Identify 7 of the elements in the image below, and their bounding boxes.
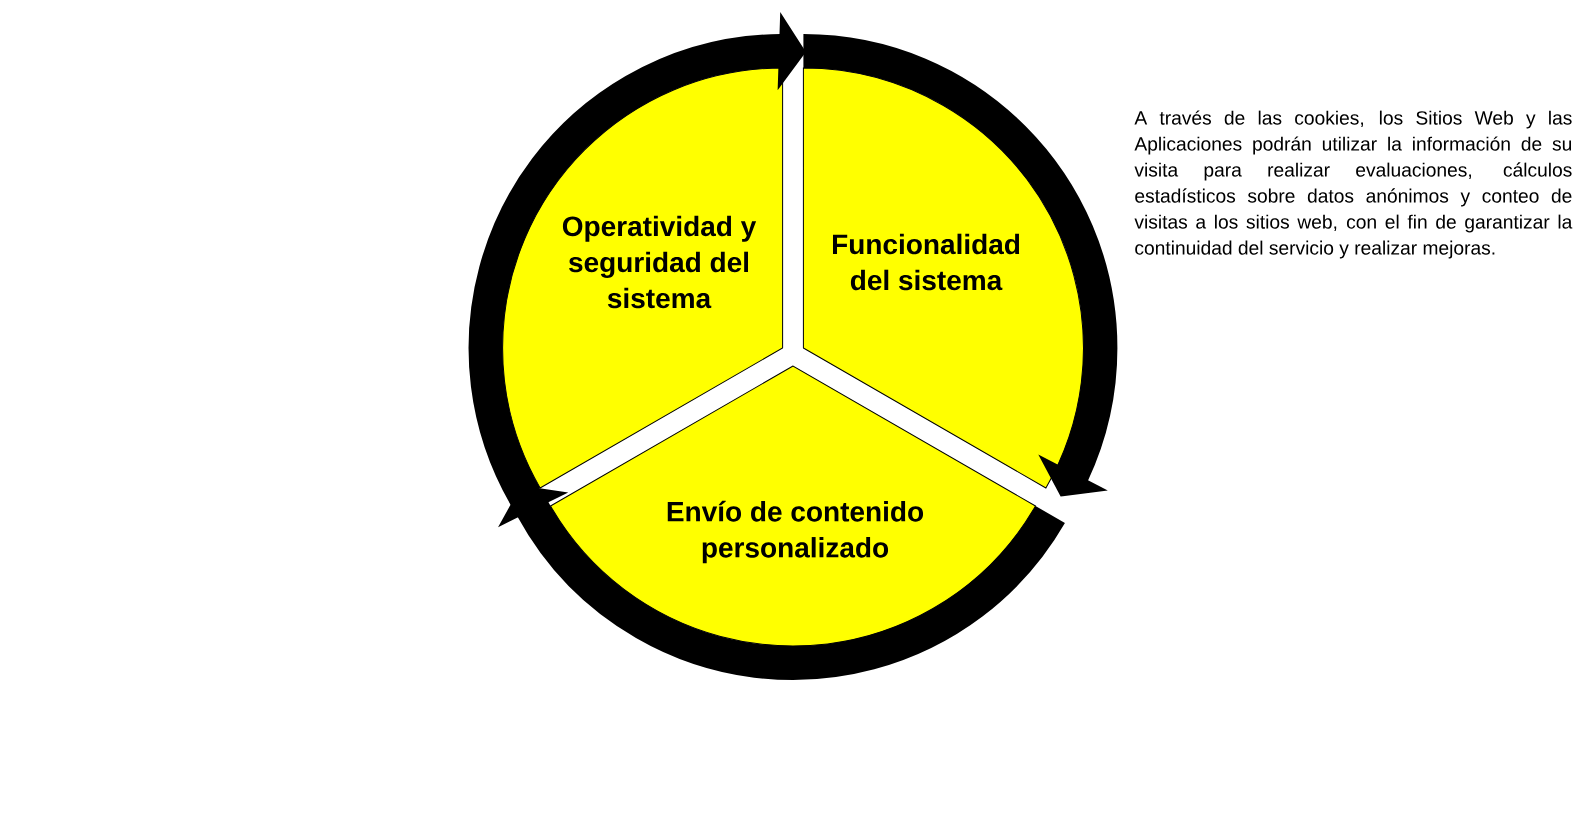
curved-arrow	[802, 34, 1118, 497]
curved-arrow	[468, 11, 806, 504]
sector: Funcionalidad del sistema	[802, 67, 1084, 489]
curved-arrow	[498, 485, 1065, 680]
sector: Operatividad y seguridad del sistema	[502, 67, 784, 489]
paragraph: A través de las cookies, los Sitios Web y las Aplicaciones podrán utilizar la información de su visita para realizar evaluaciones, cálculos estadísticos sobre datos anónimos y conteo de visitas a los sitios web, con el fin de garantizar la continuidad del servicio y realizar mejoras.	[1134, 110, 1573, 259]
sector: Envío de contenido personalizado	[550, 365, 1036, 647]
